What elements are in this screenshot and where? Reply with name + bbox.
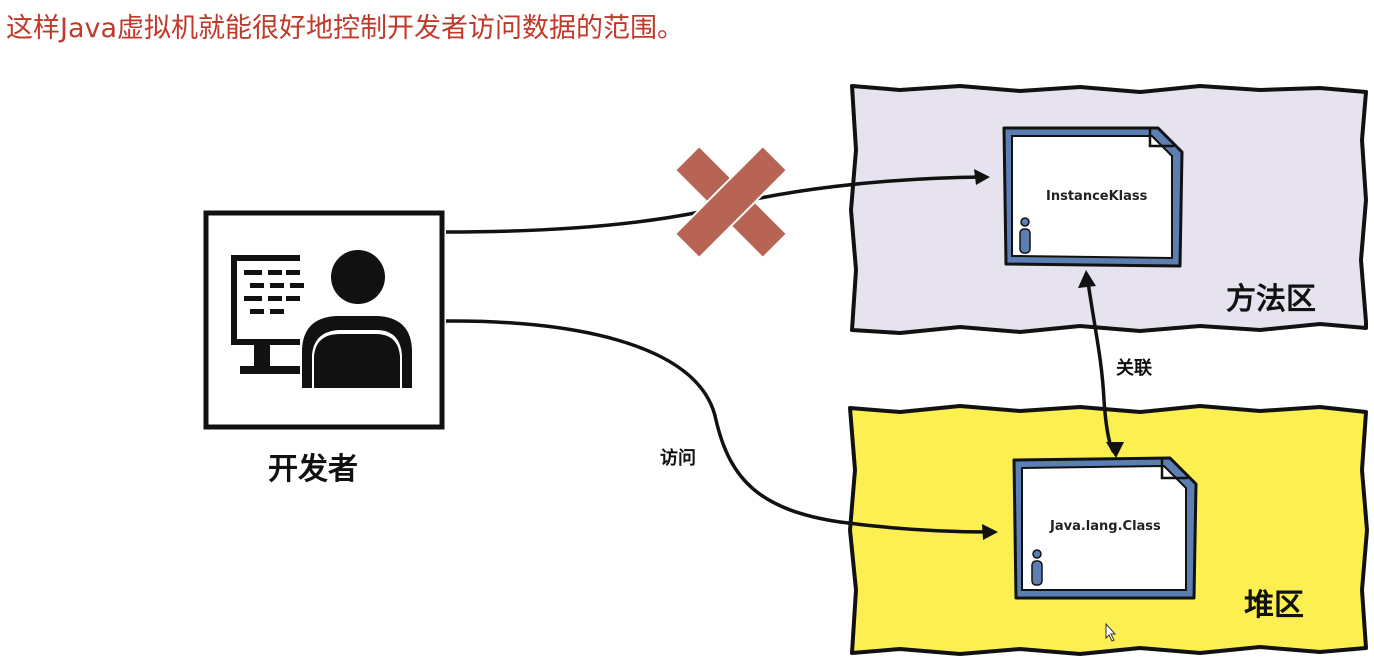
- mouse-cursor-icon: [1105, 622, 1117, 642]
- method-area-label: 方法区: [1226, 282, 1316, 317]
- heap-area-label: 堆区: [1244, 588, 1304, 623]
- association-edge-label: 关联: [1116, 358, 1152, 379]
- blocked-edge-arrowhead: [974, 169, 990, 185]
- info-icon: [1031, 549, 1043, 586]
- headline-text: 这样Java虚拟机就能很好地控制开发者访问数据的范围。: [6, 13, 685, 44]
- association-arrowhead-up: [1078, 270, 1096, 288]
- java-lang-class-document: [1012, 456, 1198, 600]
- access-edge-label: 访问: [660, 448, 696, 469]
- association-arrowhead-down: [1106, 442, 1124, 458]
- instanceklass-document: [1002, 126, 1184, 268]
- access-edge-arrowhead: [982, 524, 998, 540]
- java-lang-class-label: Java.lang.Class: [1050, 519, 1161, 534]
- info-icon: [1019, 217, 1031, 254]
- developer-at-computer-icon: [231, 250, 412, 388]
- access-edge: [445, 319, 991, 534]
- instanceklass-label: InstanceKlass: [1046, 189, 1148, 204]
- developer-label: 开发者: [268, 452, 358, 487]
- cross-icon: [673, 144, 789, 260]
